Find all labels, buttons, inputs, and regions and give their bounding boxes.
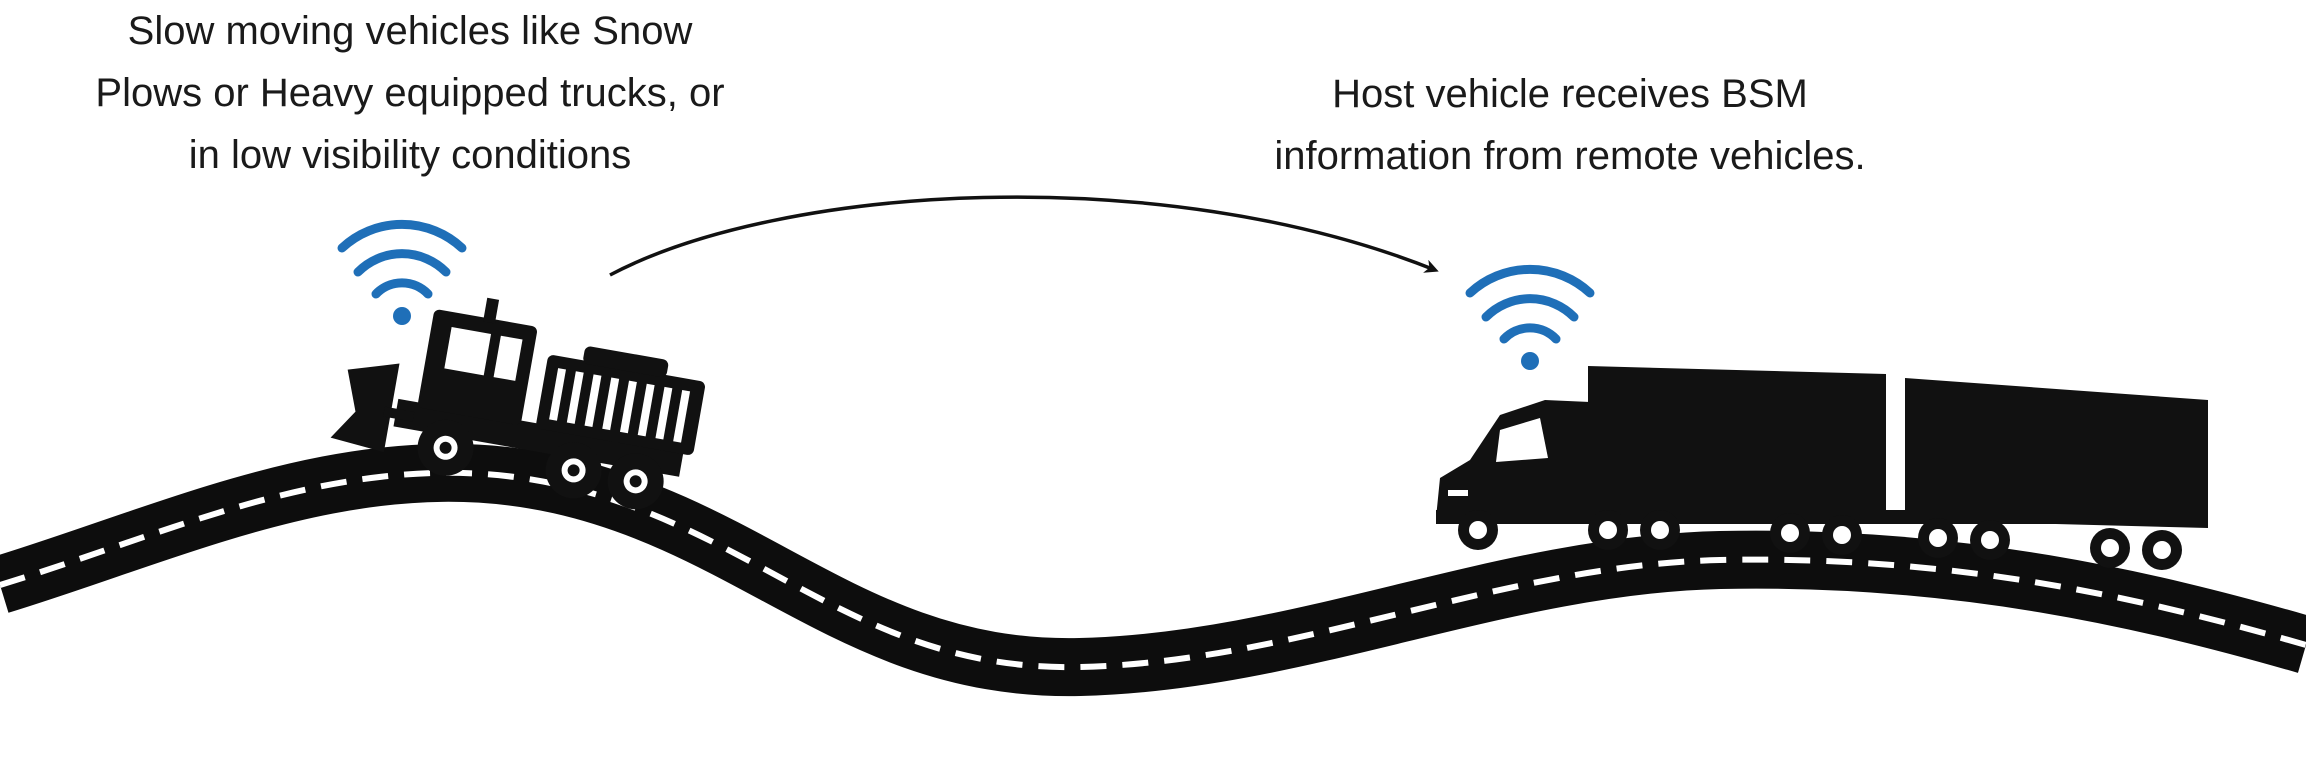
snow-plow-caption: Slow moving vehicles like Snow Plows or … [40, 0, 780, 186]
wifi-icon [337, 219, 467, 325]
semi-truck-double-trailer-icon [1436, 366, 2208, 570]
wifi-icon [1465, 264, 1595, 370]
curved-arrow-icon [609, 195, 1439, 277]
snow-plow-caption-line-3: in low visibility conditions [188, 133, 632, 177]
snow-plow-caption-line-2: Plows or Heavy equipped trucks, or [95, 71, 725, 115]
snow-plow-truck-icon [330, 297, 705, 510]
winding-road [0, 443, 2306, 697]
host-vehicle-caption: Host vehicle receives BSM information fr… [1205, 63, 1935, 187]
host-vehicle-caption-line-2: information from remote vehicles. [1274, 134, 1866, 178]
road-lane-dashes [0, 469, 2306, 671]
host-vehicle-caption-line-1: Host vehicle receives BSM [1332, 72, 1808, 116]
snow-plow-caption-line-1: Slow moving vehicles like Snow [127, 9, 693, 53]
